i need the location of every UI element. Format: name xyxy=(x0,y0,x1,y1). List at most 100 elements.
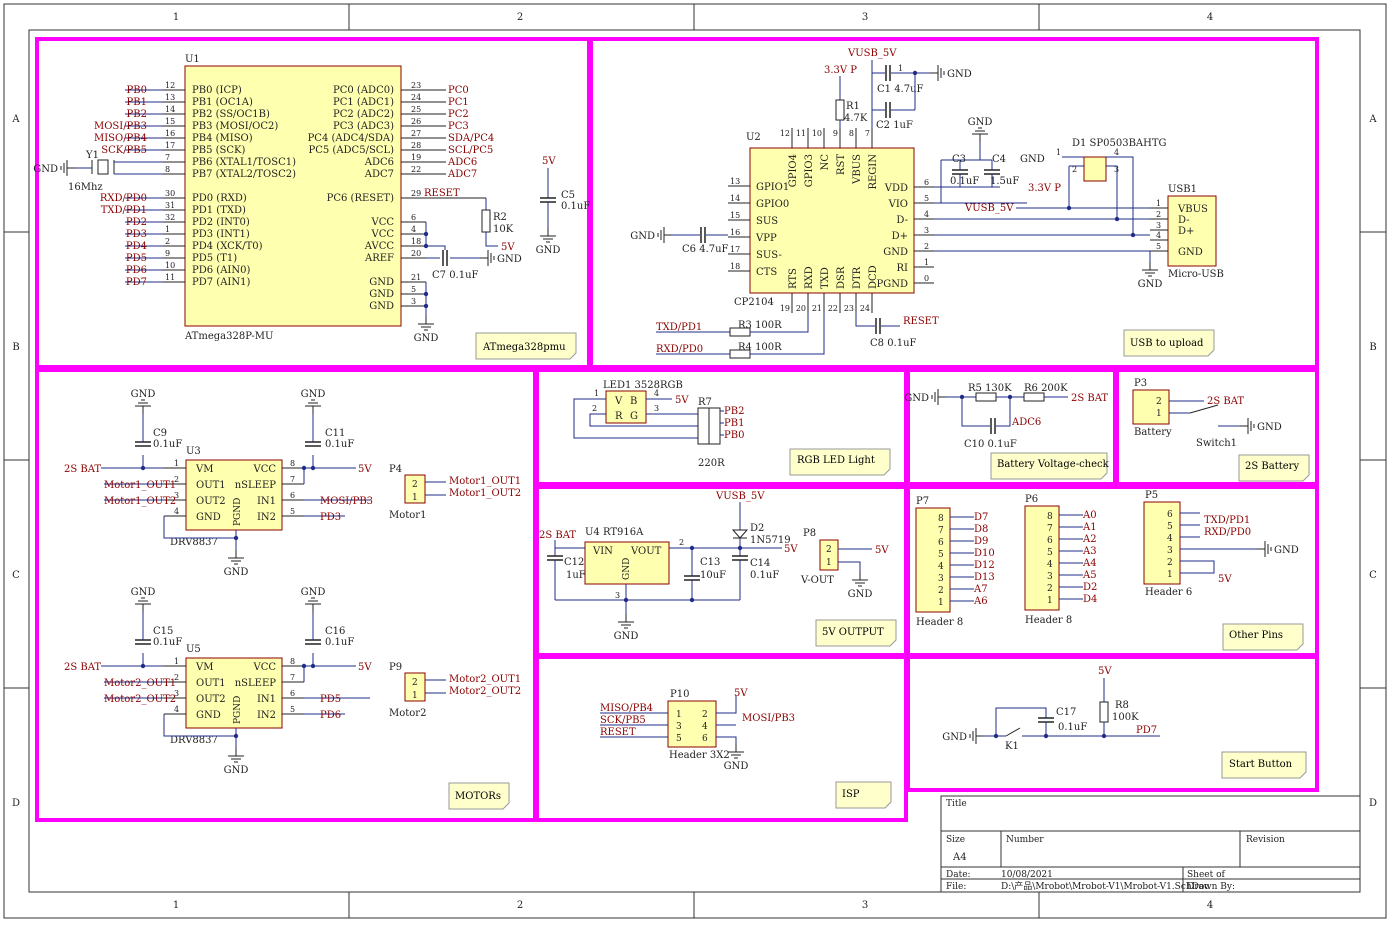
pin-name: PC2 (ADC2) xyxy=(333,109,394,120)
pin-name: PB0 (ICP) xyxy=(192,85,242,96)
motor-driver-part: DRV8837 xyxy=(170,735,218,746)
pin-number: 1 xyxy=(826,558,832,568)
pin-name: OUT2 xyxy=(196,694,226,705)
net-label: PD3 xyxy=(126,229,147,240)
wire xyxy=(1200,560,1215,574)
junction xyxy=(689,597,695,603)
svg-text:ATmega328pmu: ATmega328pmu xyxy=(482,342,566,353)
pin-number: 14 xyxy=(165,105,175,114)
net-label: RESET xyxy=(424,188,460,199)
resistor xyxy=(835,99,845,121)
junction xyxy=(1114,216,1120,222)
capacitor xyxy=(305,441,321,447)
c10-label: C10 0.1uF xyxy=(964,439,1017,450)
u2-pin-3: 3D+ xyxy=(892,226,934,242)
sheet-frame xyxy=(3,3,1387,919)
pin-name: GPIO1 xyxy=(756,182,789,193)
net-label: D12 xyxy=(974,560,995,571)
net-label: TXD/PD1 xyxy=(101,205,147,216)
pin-number: 5 xyxy=(1167,522,1173,532)
pin-name: VCC xyxy=(370,229,394,240)
wire xyxy=(1189,404,1219,414)
pin-name: PB7 (XTAL2/TOSC2) xyxy=(192,169,296,180)
pin-number: 5 xyxy=(938,550,944,560)
pin-number: 4 xyxy=(1156,231,1161,240)
wire xyxy=(163,516,236,539)
pin-name: RST xyxy=(836,154,847,175)
gnd-label: GND xyxy=(1138,279,1163,290)
capacitor xyxy=(442,250,448,266)
pin-name: D- xyxy=(1178,215,1190,226)
pin-number: 6 xyxy=(938,538,944,548)
pin-number: 1 xyxy=(165,225,170,234)
wire xyxy=(995,707,1047,736)
col-label-2: 2 xyxy=(517,12,523,23)
gnd-symbol: GND xyxy=(1240,418,1282,434)
gnd-label: GND xyxy=(131,389,156,400)
pin-name: SUS xyxy=(756,216,778,227)
net-label: SCK/PB5 xyxy=(600,715,646,726)
gnd-label: GND xyxy=(848,589,873,600)
gnd-label: GND xyxy=(497,254,522,265)
capacitor xyxy=(990,418,996,434)
net-label: A0 xyxy=(1082,510,1097,521)
note-isp: ISP xyxy=(835,781,892,809)
pin-name: nSLEEP xyxy=(235,678,277,689)
pin-name: VOUT xyxy=(630,546,662,557)
note-start-button: Start Button xyxy=(1221,751,1307,779)
p10-designator: P10 xyxy=(670,689,689,700)
p3-part: Battery xyxy=(1134,427,1172,438)
wire xyxy=(996,397,1011,427)
pin-number: 9 xyxy=(833,129,838,138)
k1-label: K1 xyxy=(1005,741,1019,752)
pin-number: 10 xyxy=(812,129,822,138)
net-label: ADC7 xyxy=(447,169,477,180)
y1-value: 16Mhz xyxy=(68,182,103,193)
pin-name: PD3 (INT1) xyxy=(192,229,250,240)
section-battery-border xyxy=(1115,368,1319,486)
net-label: A5 xyxy=(1082,570,1097,581)
pin-number: 6 xyxy=(411,213,416,222)
pin-number: 12 xyxy=(165,81,175,90)
pin-number: 29 xyxy=(411,189,421,198)
gnd-symbol: GND xyxy=(724,744,748,772)
pin-number: 27 xyxy=(411,129,421,138)
gnd-label: GND xyxy=(536,245,561,256)
junction xyxy=(140,663,146,669)
net-3v3: 3.3V P xyxy=(824,65,857,76)
pin-number: 4 xyxy=(1047,560,1053,570)
pin-name: IN1 xyxy=(257,496,276,507)
pin-name: OUT1 xyxy=(196,480,226,491)
r6-label: R6 200K xyxy=(1024,383,1068,394)
wire xyxy=(1106,156,1134,235)
pin-number: 11 xyxy=(796,129,806,138)
pin-name: CTS xyxy=(756,267,777,278)
net-5v: 5V xyxy=(1218,574,1232,585)
cap-value: 0.1uF xyxy=(153,439,182,450)
pin-name: GPIO3 xyxy=(804,154,815,187)
pin-number: 14 xyxy=(730,194,740,203)
pin-number: 1 xyxy=(1047,596,1053,606)
size-label: Size xyxy=(946,835,965,845)
col-label-1-bottom: 1 xyxy=(173,900,179,911)
junction xyxy=(993,733,999,739)
size-value: A4 xyxy=(952,852,967,863)
pin-number: 17 xyxy=(165,141,175,150)
pin-number: 1 xyxy=(1056,148,1061,157)
drv8837-chip xyxy=(185,657,283,729)
pin-number: 19 xyxy=(411,153,421,162)
net-label: RXD/PD0 xyxy=(100,193,147,204)
date-value: 10/08/2021 xyxy=(1001,870,1053,880)
note-battery: 2S Battery xyxy=(1238,454,1310,482)
usb-connector xyxy=(1167,195,1217,267)
pin-name: RI xyxy=(897,263,909,274)
